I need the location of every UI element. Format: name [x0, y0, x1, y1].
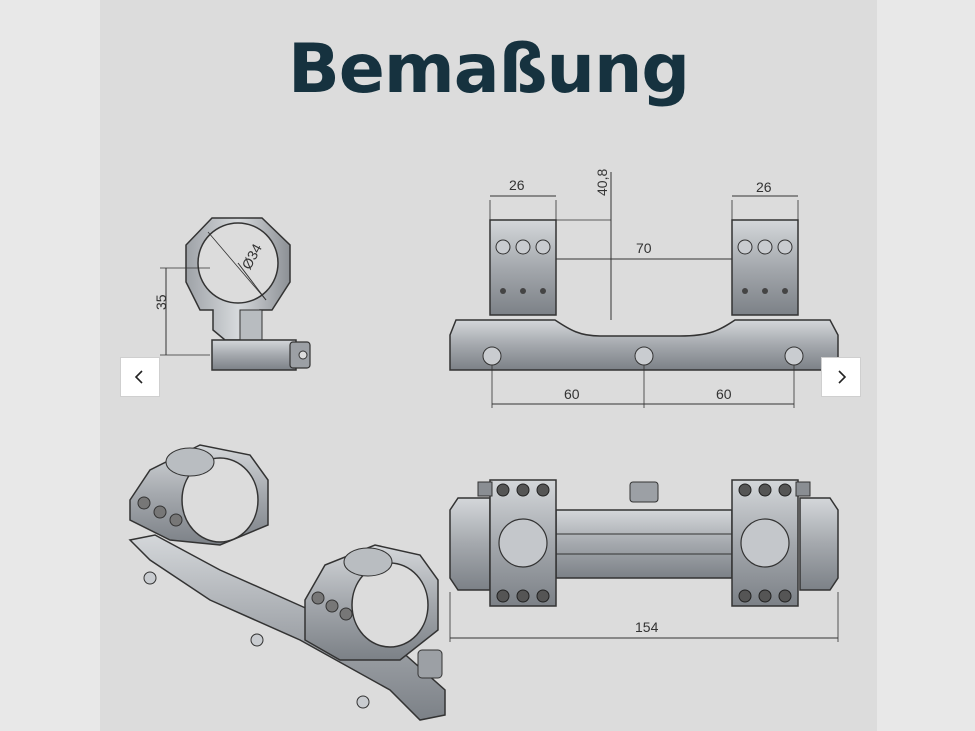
chevron-left-icon [134, 370, 143, 384]
top-view-drawing: 154 [449, 479, 839, 642]
slide-title: Bemaßung [287, 30, 690, 109]
dim-offset-right: 60 [716, 386, 732, 402]
gallery-slide: Bemaßung [100, 0, 877, 731]
dim-front-height: 35 [153, 294, 169, 310]
dim-total-length: 154 [635, 619, 659, 635]
chevron-right-icon [838, 370, 847, 384]
dim-ring-spacing: 70 [636, 240, 652, 256]
dim-side-height: 40,8 [594, 169, 610, 196]
dim-ring-width-left: 26 [509, 177, 525, 193]
side-view-drawing: 26 26 40,8 70 60 60 [449, 169, 839, 408]
front-view-drawing: Ø34 35 [153, 217, 311, 371]
isometric-view-drawing [128, 444, 446, 721]
dim-ring-width-right: 26 [756, 179, 772, 195]
technical-drawing: Ø34 35 [128, 169, 839, 721]
dim-offset-left: 60 [564, 386, 580, 402]
prev-slide-button[interactable] [120, 357, 160, 397]
next-slide-button[interactable] [821, 357, 861, 397]
